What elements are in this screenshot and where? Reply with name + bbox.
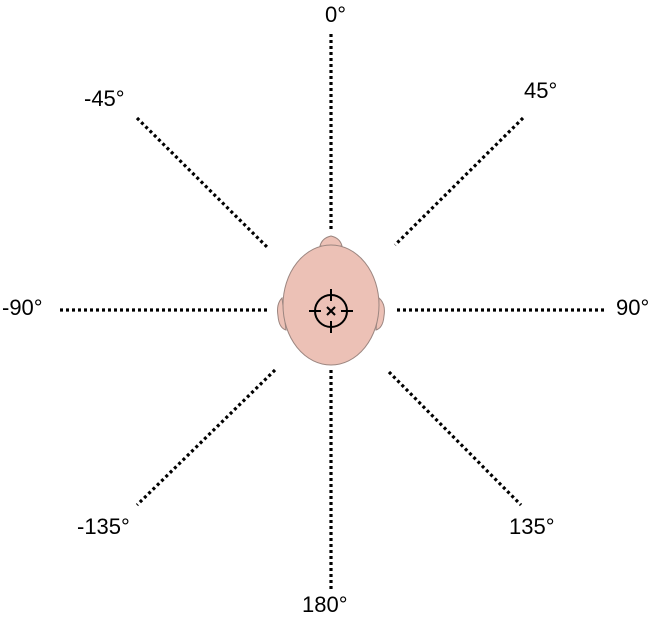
angle-label-0: 0°	[325, 2, 347, 27]
head-top-view-icon	[277, 235, 385, 366]
direction-line-neg45	[135, 116, 270, 250]
angle-label-90: 90°	[616, 295, 650, 320]
angle-label-neg45: -45°	[84, 86, 125, 111]
direction-line-neg135	[135, 368, 277, 507]
angle-label-135: 135°	[509, 514, 555, 539]
direction-line-135	[387, 370, 523, 507]
crosshair-x-icon	[309, 289, 353, 333]
direction-line-45	[393, 116, 525, 247]
angle-label-180: 180°	[302, 592, 348, 617]
angle-label-neg90: -90°	[2, 295, 43, 320]
angle-label-45: 45°	[524, 78, 558, 103]
angle-label-neg135: -135°	[77, 514, 130, 539]
